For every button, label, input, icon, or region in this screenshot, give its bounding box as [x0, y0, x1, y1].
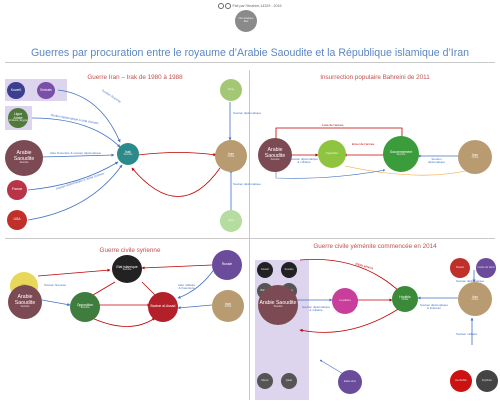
edge-iran-govt [177, 304, 213, 310]
edge-usa-iraq [27, 164, 123, 221]
quadrant-title-syria: Guerre civile syrienne [99, 247, 161, 254]
node-erythree: Erythrée [476, 370, 498, 392]
edge-saudi-iraq [41, 153, 115, 158]
label-envoi-armee: Envoi de l'armée [352, 142, 375, 146]
node-russie-q3: Russie [212, 250, 242, 280]
node-opposition-q3: Opposition Sunnite [70, 292, 100, 322]
node-support-bottom-q1: Libye [220, 210, 242, 232]
quadrant-title-iran-iraq: Guerre Iran – Irak de 1980 à 1988 [87, 74, 183, 81]
node-maroc: Maroc [257, 373, 273, 389]
credit-line: Fait par l'Ibrahim-14329 - 2016 [0, 3, 500, 9]
node-etat-islamique: Etat islamique Sunnite [112, 255, 142, 283]
node-arabie-saoudite-q2: Arabie Saoudite Sunnite [258, 138, 292, 172]
node-russie-q4: Russie [450, 258, 470, 278]
page-title: Guerres par procuration entre le royaume… [30, 47, 470, 59]
quadrant-title-bahrain: Insurrection populaire Bahreini de 2011 [320, 74, 430, 81]
node-soudan: Soudan [281, 262, 297, 278]
node-hezbollah: Hezbollah [450, 370, 472, 392]
quadrant-title-yemen: Guerre civile yéménite commencée en 2014 [313, 243, 437, 250]
legend-node: Non-étatique Etat [235, 10, 257, 32]
node-support-top-q1: Syrie [220, 79, 242, 101]
node-usa-q1: USA [7, 210, 27, 230]
label-soutien-iran-top: Soutien diplomatique [233, 111, 262, 115]
label-soutien-saoudite-q4: Soutien diplomatique & militaire [302, 305, 331, 313]
node-koweit: Koweït [7, 82, 25, 99]
node-iran-q4: Iran Chiite [458, 282, 492, 316]
node-arabie-saoudite-q4: Arabie Saoudite Sunnite [258, 285, 298, 325]
node-qatar: Qatar [281, 373, 297, 389]
edge-usa-isis [37, 268, 111, 277]
by-icon [225, 3, 232, 9]
label-soutien-iran-q4: Soutien diplomatique & financier [420, 303, 449, 311]
label-lutte-armee: Lutte de l'armée [322, 123, 344, 127]
edge-russia-isis [141, 264, 213, 270]
node-gouvernement-q2: Gouvernement Sunnite [383, 136, 419, 172]
cc-icon [218, 3, 225, 9]
edge-iran-iraq-curve [131, 167, 221, 197]
node-arabie-saoudite-q1: Arabie Saoudite Sunnite [5, 140, 43, 176]
edge-kuwait-iraq [57, 89, 121, 143]
node-koweit-q4: Koweït [257, 262, 273, 278]
node-iran-q1: Iran Chiite [215, 140, 247, 172]
label-soutien-russie-q4: Soutien diplomatique [456, 279, 485, 283]
edge-iraq-iran [135, 152, 217, 157]
node-coree-nord: Corée du Nord [476, 258, 496, 278]
node-ligue-arabe: Ligue Arabe Jordanie, Égypte [8, 108, 28, 128]
node-usa-q4: Etats-Unis [338, 370, 362, 394]
vertical-divider [249, 70, 250, 400]
label-soutien-iran-bottom: Soutien diplomatique [233, 182, 262, 186]
label-soutien-saoudite-q2: Soutien diplomatique & militaire [290, 157, 319, 165]
label-soutien-financier-q3: Soutien financier [44, 283, 67, 287]
horizontal-divider [5, 238, 495, 239]
label-soutien-hezbollah-q4: Soutien militaire [456, 332, 478, 336]
node-iran-q3: Iran Chiite [212, 290, 244, 322]
edge-france-iraq [27, 161, 119, 191]
edge-russia-govt [177, 267, 216, 299]
node-houthis: Houthis Chiite [392, 286, 418, 312]
edge-coalition-houthis [299, 259, 401, 293]
node-hadi: Loyalistes [332, 288, 358, 314]
node-iran-q2: Iran Chiite [458, 140, 492, 174]
title-underline [5, 62, 495, 63]
edge-saudi-top-arc [275, 127, 404, 141]
node-emirats: Emirats [37, 82, 55, 99]
node-opposition-q2: Opposition [318, 140, 346, 168]
edge-saudi-opposition-syria [41, 299, 71, 307]
label-soutien-armee-q3: Aide militaire & financière [178, 283, 196, 291]
label-soutien-saoudite: Aide financière & soutien diplomatique [50, 151, 102, 155]
node-arabie-saoudite-q3: Arabie Saoudite Sunnite [8, 285, 42, 319]
edge-houthis-coalition-lower [299, 307, 401, 333]
node-france: France [7, 180, 27, 200]
node-irak: Irak Sunnite [117, 143, 139, 165]
edge-saudi-bottom-arc [275, 169, 386, 179]
label-soutien-iran-q2: Soutien diplomatique [428, 157, 446, 165]
edge-opposition-govt-lower [91, 317, 156, 327]
node-gouvernement-q3: Bachar al-Assad [148, 292, 178, 322]
edge-iran-bottom-arc [344, 165, 471, 176]
edge-arab-league-iraq [31, 117, 121, 148]
